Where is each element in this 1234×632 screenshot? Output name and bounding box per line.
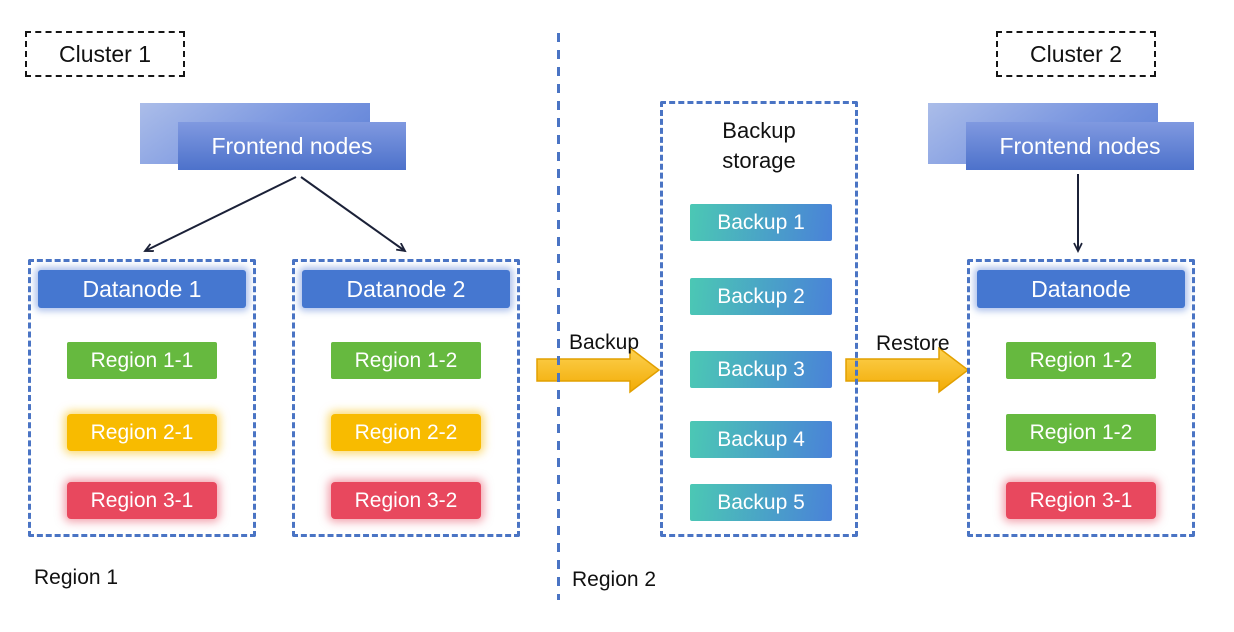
backup-item: Backup 1 [690,204,832,241]
region-chip: Region 1-2 [1006,342,1156,379]
datanode1-header: Datanode 1 [38,270,246,308]
region-chip: Region 1-1 [67,342,217,379]
region-chip: Region 1-2 [1006,414,1156,451]
region2-footnote: Region 2 [572,568,657,591]
cluster2-label-box: Cluster 2 [996,31,1156,77]
backup-item: Backup 3 [690,351,832,388]
region-chip: Region 3-1 [1006,482,1156,519]
cluster2-datanode-container: Datanode Region 1-2 Region 1-2 Region 3-… [967,259,1195,537]
backup-item: Backup 2 [690,278,832,315]
cluster1-frontend-nodes: Frontend nodes [140,103,406,171]
datanode2-container: Datanode 2 Region 1-2 Region 2-2 Region … [292,259,520,537]
frontend-front-panel: Frontend nodes [178,122,406,170]
datanode2-header: Datanode 2 [302,270,510,308]
region-chip: Region 2-2 [331,414,481,451]
cluster1-frontend-label: Frontend nodes [211,132,373,159]
frontend-to-datanode1-arrow [145,176,297,251]
backup-item: Backup 5 [690,484,832,521]
region-chip: Region 2-1 [67,414,217,451]
frontend-to-datanode2-arrow [300,176,405,251]
datanode1-container: Datanode 1 Region 1-1 Region 2-1 Region … [28,259,256,537]
region-chip: Region 3-1 [67,482,217,519]
cluster2-frontend-nodes: Frontend nodes [928,103,1194,171]
backup-storage-container: Backup storage Backup 1 Backup 2 Backup … [660,101,858,537]
cluster2-datanode-header: Datanode [977,270,1185,308]
restore-flow-label: Restore [876,332,950,355]
region-divider-line [557,33,560,600]
region-chip: Region 3-2 [331,482,481,519]
frontend-front-panel: Frontend nodes [966,122,1194,170]
cluster2-frontend-label: Frontend nodes [999,132,1161,159]
backup-storage-title: Backup storage [722,118,796,173]
region-chip: Region 1-2 [331,342,481,379]
cluster2-label: Cluster 2 [1029,40,1123,67]
cluster1-label-box: Cluster 1 [25,31,185,77]
backup-flow-label: Backup [569,331,640,354]
cluster1-label: Cluster 1 [58,40,152,67]
backup-item: Backup 4 [690,421,832,458]
region1-footnote: Region 1 [34,566,119,589]
